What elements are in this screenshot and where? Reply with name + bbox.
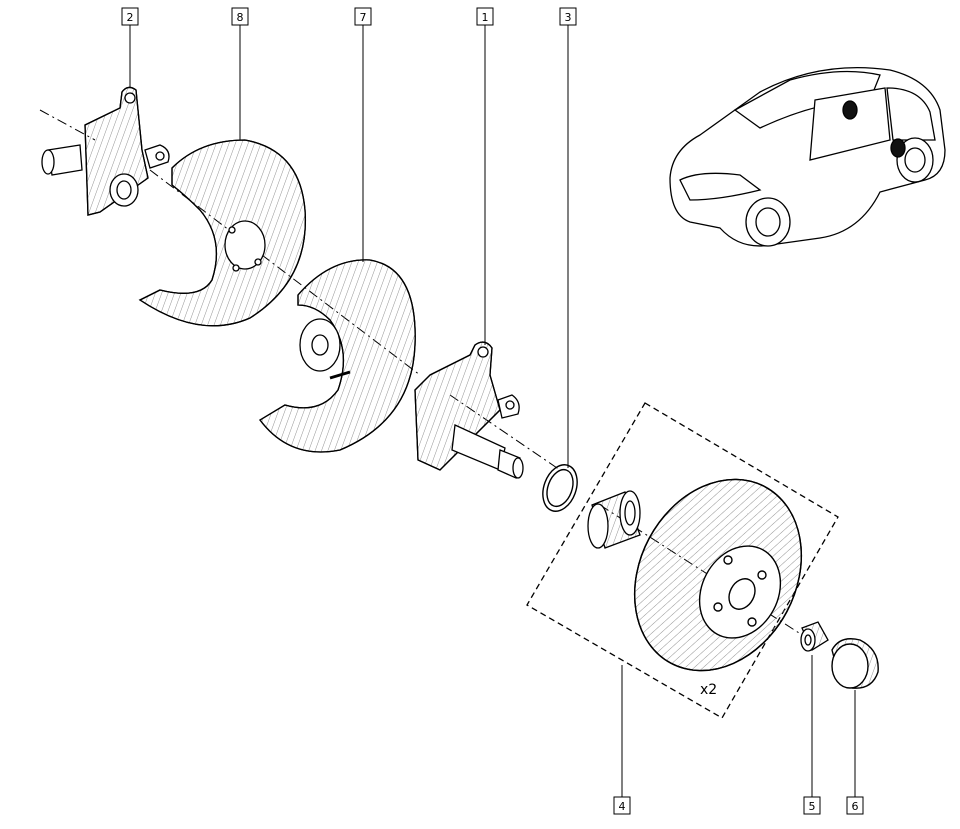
callout-7-label: 7 [360, 11, 367, 24]
part-1-stub-axle [414, 341, 524, 479]
callout-3-label: 3 [565, 11, 572, 24]
callout-boxes: 2 8 7 1 3 4 5 6 [121, 7, 864, 815]
callout-6-label: 6 [852, 800, 859, 813]
part-4-brake-disc [633, 478, 803, 672]
callout-6: 6 [846, 796, 864, 815]
callout-1-label: 1 [482, 11, 489, 24]
callout-2-label: 2 [127, 11, 134, 24]
locator-marker-front [842, 100, 858, 120]
part-2-stub-axle-carrier [41, 86, 170, 216]
callout-4: 4 [613, 796, 631, 815]
callout-2: 2 [121, 7, 139, 26]
callout-5: 5 [803, 796, 821, 815]
part-3-circlip [542, 464, 578, 512]
leader-lines [129, 25, 856, 797]
callout-7: 7 [354, 7, 372, 26]
part-8-backing-plate [138, 139, 307, 327]
part-6-hub-cap [831, 638, 879, 689]
vehicle-locator-illustration [669, 66, 946, 247]
callout-3: 3 [559, 7, 577, 26]
callout-1: 1 [476, 7, 494, 26]
locator-marker-rear [890, 138, 906, 158]
callout-8-label: 8 [237, 11, 244, 24]
quantity-label: x2 [700, 682, 717, 698]
part-4-wheel-bearing [587, 490, 641, 549]
callout-8: 8 [231, 7, 249, 26]
callout-5-label: 5 [809, 800, 816, 813]
callout-4-label: 4 [619, 800, 626, 813]
part-5-hub-nut [800, 621, 829, 652]
part-7-dust-shield [259, 259, 416, 453]
